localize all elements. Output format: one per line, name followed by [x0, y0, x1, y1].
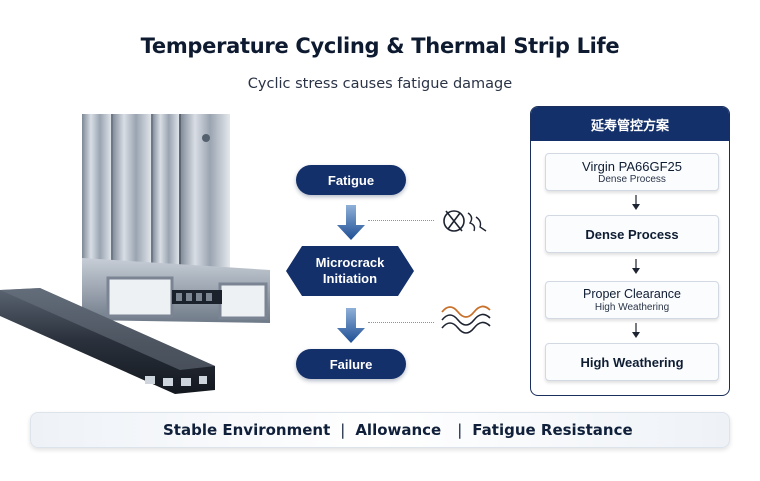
aluminum-profile-illustration — [0, 114, 270, 394]
arrow-down-icon — [632, 323, 640, 338]
summary-item: Allowance — [355, 421, 442, 439]
plan-item-main: Dense Process — [585, 226, 679, 242]
summary-separator: | — [457, 421, 463, 439]
plan-item-sub: High Weathering — [594, 301, 670, 313]
summary-separator: | — [340, 421, 346, 439]
dotted-connector — [368, 220, 434, 221]
summary-item: Stable Environment — [163, 421, 331, 439]
crack-icon — [443, 210, 487, 232]
microcrack-hexagon — [286, 246, 414, 296]
plan-item: Proper Clearance High Weathering — [545, 281, 719, 319]
microcrack-line1: Microcrack — [315, 255, 385, 270]
plan-item-main: High Weathering — [580, 354, 684, 370]
page-title: Temperature Cycling & Thermal Strip Life — [140, 34, 620, 58]
plan-item-sub: Dense Process — [598, 173, 666, 185]
arrow-down-icon — [632, 259, 640, 274]
plan-item: High Weathering — [545, 343, 719, 381]
down-arrow-icon — [337, 308, 365, 343]
wave-icon — [441, 305, 491, 334]
fatigue-step: Fatigue — [296, 165, 406, 195]
plan-item-main: Proper Clearance — [583, 286, 681, 301]
plan-item-main: Virgin PA66GF25 — [582, 158, 682, 174]
arrow-down-icon — [632, 195, 640, 210]
microcrack-step: Microcrack Initiation — [286, 246, 414, 296]
extension-plan-panel: 延寿管控方案 Virgin PA66GF25 Dense Process Den… — [530, 106, 730, 396]
panel-title: 延寿管控方案 — [531, 107, 729, 141]
page-subtitle: Cyclic stress causes fatigue damage — [247, 76, 513, 92]
summary-item: Fatigue Resistance — [472, 421, 633, 439]
microcrack-line2: Initiation — [322, 271, 378, 286]
plan-item: Dense Process — [545, 215, 719, 253]
failure-step: Failure — [296, 349, 406, 379]
summary-bar: Stable Environment | Allowance | Fatigue… — [30, 412, 730, 448]
dotted-connector — [368, 322, 434, 323]
down-arrow-icon — [337, 205, 365, 240]
plan-item: Virgin PA66GF25 Dense Process — [545, 153, 719, 191]
